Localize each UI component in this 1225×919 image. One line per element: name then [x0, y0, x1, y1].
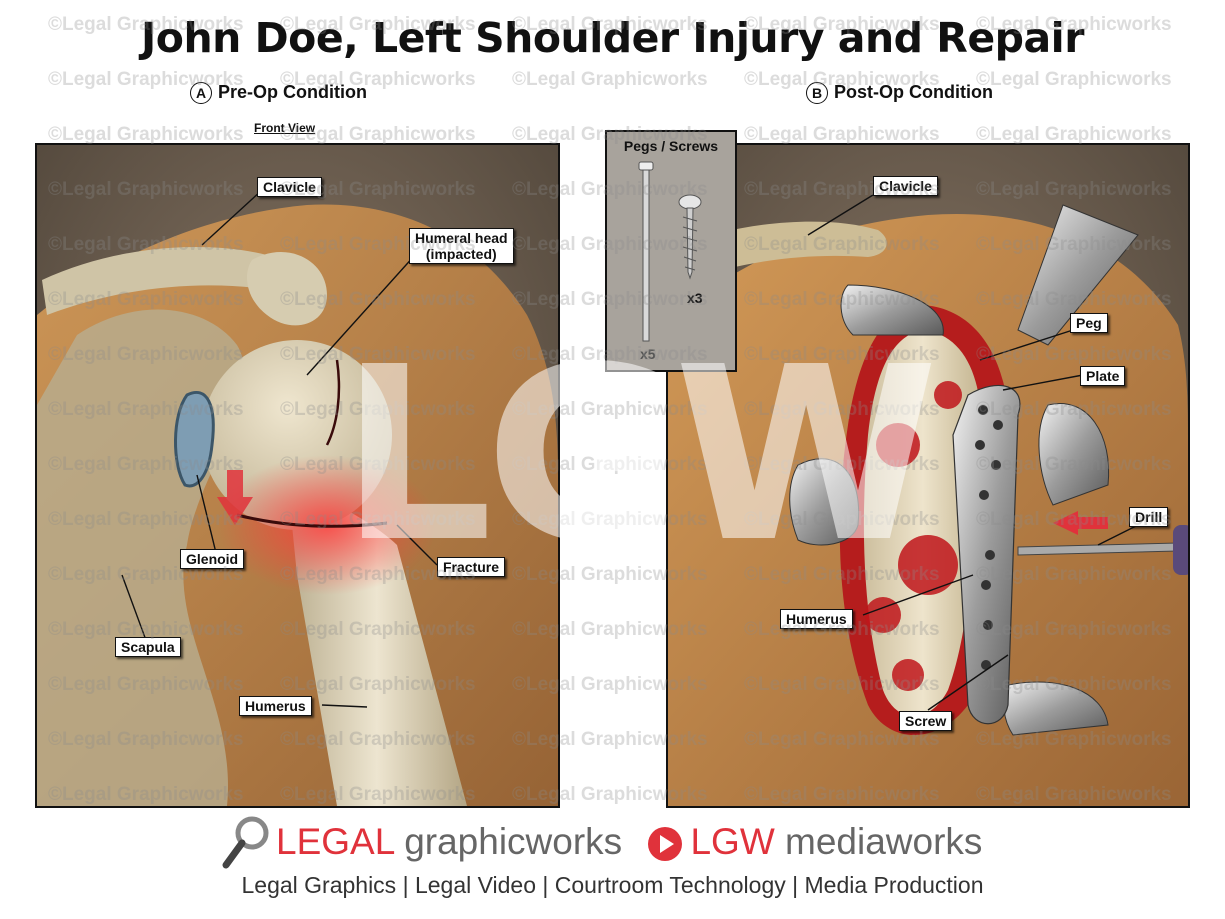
screw-count: x3 [687, 290, 703, 306]
badge-b: B [806, 82, 828, 105]
label-humerus-postop: Humerus [780, 609, 853, 629]
label-plate: Plate [1080, 366, 1126, 386]
footer-tagline: Legal Graphics | Legal Video | Courtroom… [241, 872, 984, 898]
badge-a: A [190, 82, 212, 105]
front-view-label: Front View [254, 121, 316, 135]
pre-op-illustration: Clavicle Humeral head (impacted) Glenoid… [35, 143, 560, 808]
watermark-text: ©Legal Graphicworks [512, 69, 708, 90]
peg-count: x5 [640, 346, 656, 362]
brand-legal: LEGAL [276, 820, 394, 862]
magnifier-icon [222, 816, 269, 869]
label-humerus-preop: Humerus [239, 696, 312, 716]
page-title: John Doe, Left Shoulder Injury and Repai… [141, 14, 1084, 62]
footer-logos: LEGAL graphicworks LGW mediaworks [222, 815, 982, 873]
inset-title: Pegs / Screws [623, 138, 719, 154]
post-op-subtitle: B Post-Op Condition [806, 82, 993, 105]
pre-op-label: Pre-Op Condition [218, 82, 367, 102]
pegs-screws-inset: Pegs / Screws x3 x5 [605, 130, 737, 372]
brand-mediaworks: mediaworks [774, 820, 983, 862]
brand-lgw: LGW [690, 820, 775, 862]
play-icon [648, 827, 683, 861]
label-peg: Peg [1070, 313, 1108, 333]
label-screw: Screw [899, 711, 953, 731]
label-clavicle-postop: Clavicle [873, 176, 938, 196]
label-drill: Drill [1129, 507, 1169, 527]
label-fracture: Fracture [437, 557, 506, 577]
post-op-illustration: Clavicle Peg Plate Drill Humerus Screw [666, 143, 1190, 808]
peg-screw-drawing [638, 161, 702, 342]
label-clavicle-preop: Clavicle [257, 177, 322, 197]
post-op-label: Post-Op Condition [834, 82, 993, 102]
humeral-head-line2: (impacted) [425, 246, 497, 262]
label-humeral-head: Humeral head (impacted) [409, 228, 514, 264]
watermark-text: ©Legal Graphicworks [976, 69, 1172, 90]
pre-op-subtitle: A Pre-Op Condition [190, 82, 367, 105]
humeral-head-line1: Humeral head [415, 230, 508, 246]
label-scapula: Scapula [115, 637, 181, 657]
brand-graphicworks: graphicworks [393, 820, 623, 862]
label-glenoid: Glenoid [180, 549, 245, 569]
post-op-anatomy-drawing [668, 145, 1188, 806]
